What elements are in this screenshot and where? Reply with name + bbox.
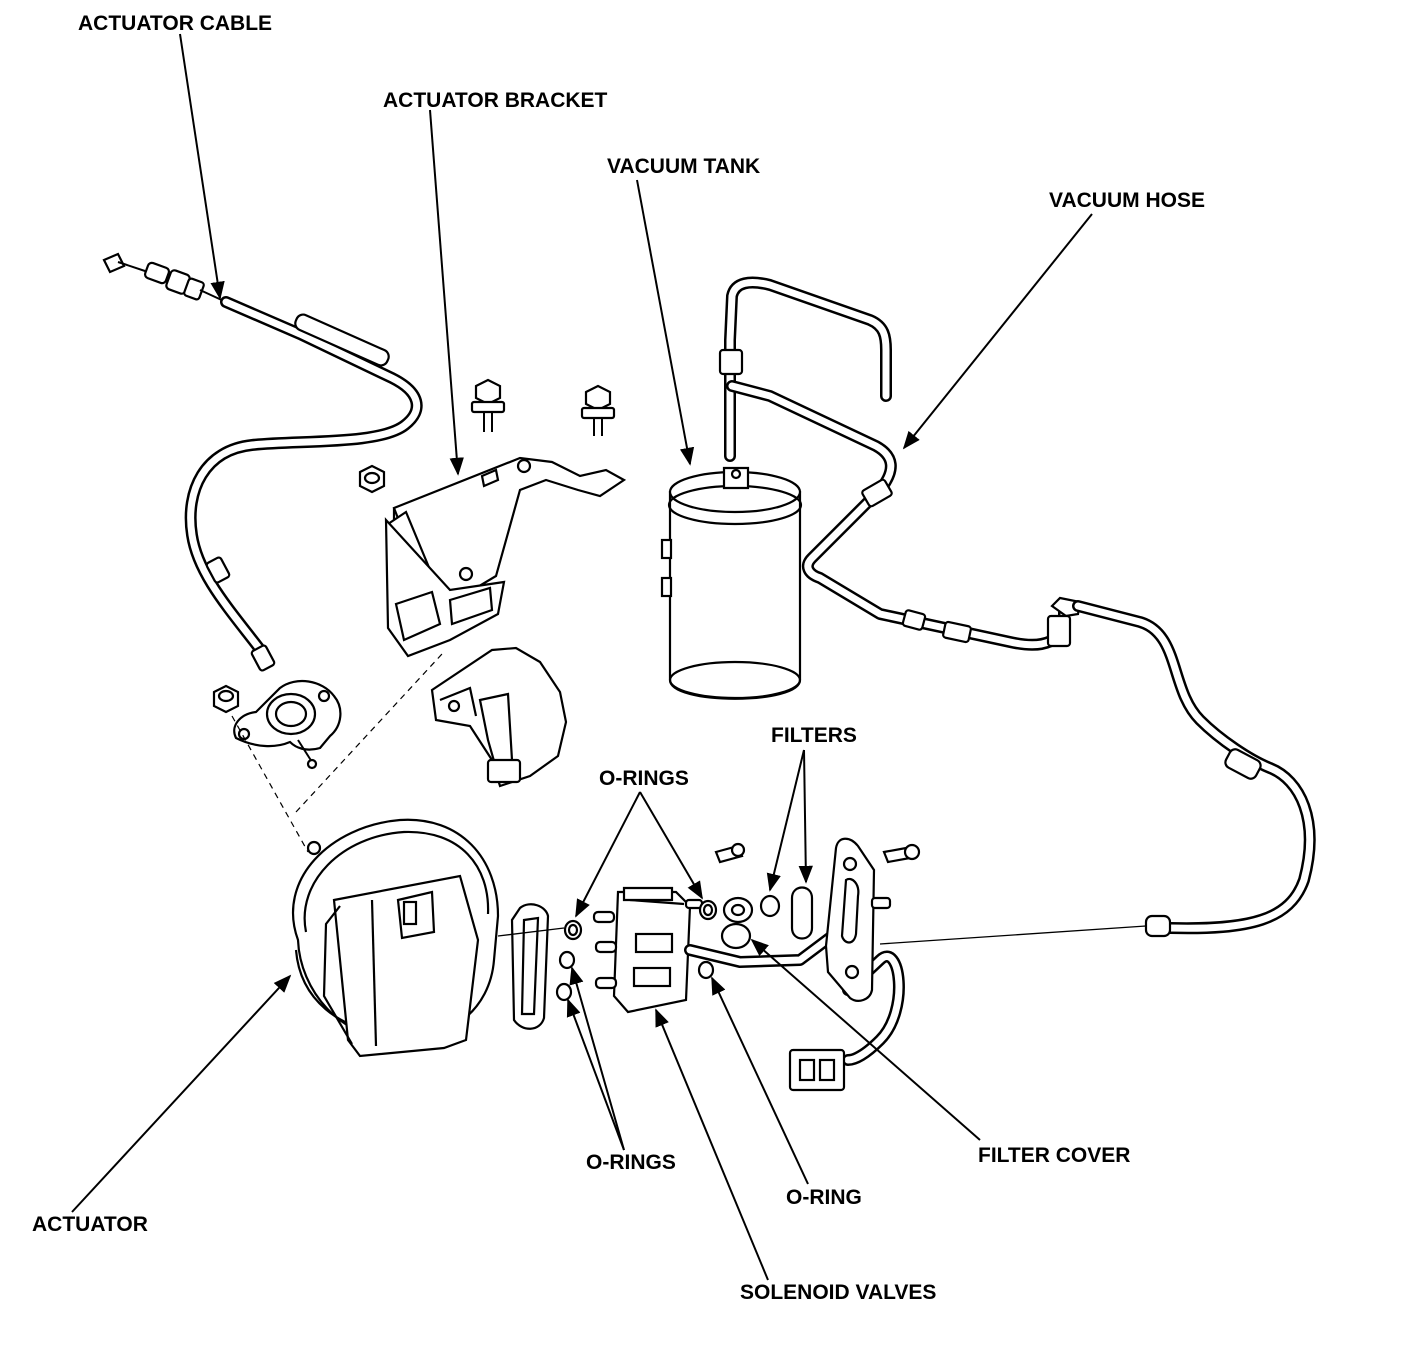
label-actuator-cable: ACTUATOR CABLE [78,12,272,300]
svg-text:FILTER COVER: FILTER COVER [978,1144,1130,1167]
o-rings-right [697,899,718,980]
svg-text:VACUUM HOSE: VACUUM HOSE [1049,189,1205,212]
filter-cover [714,837,921,1002]
svg-text:SOLENOID VALVES: SOLENOID VALVES [740,1281,936,1304]
svg-text:O-RING: O-RING [786,1186,862,1209]
label-filters: FILTERS [766,724,857,892]
label-actuator-bracket: ACTUATOR BRACKET [383,89,608,476]
actuator-cable [102,252,443,853]
svg-text:FILTERS: FILTERS [771,724,857,747]
label-vacuum-hose: VACUUM HOSE [902,189,1205,450]
filter-cover-fittings [720,896,754,950]
vacuum-tank [660,466,803,700]
o-rings-left [555,919,583,1002]
label-vacuum-tank: VACUUM TANK [607,155,760,466]
label-filter-cover: FILTER COVER [750,938,1130,1167]
actuator-bracket [358,378,627,788]
label-o-ring: O-RING [711,976,862,1209]
svg-text:O-RINGS: O-RINGS [586,1151,676,1174]
svg-text:ACTUATOR BRACKET: ACTUATOR BRACKET [383,89,608,112]
svg-text:ACTUATOR CABLE: ACTUATOR CABLE [78,12,272,35]
svg-text:O-RINGS: O-RINGS [599,767,689,790]
label-o-rings-top: O-RINGS [575,767,703,918]
label-o-rings-bottom: O-RINGS [566,966,676,1174]
actuator [292,818,565,1058]
svg-text:VACUUM TANK: VACUUM TANK [607,155,760,178]
filters [759,886,814,940]
solenoid-valves [592,886,905,1092]
label-actuator: ACTUATOR [32,974,292,1236]
svg-text:ACTUATOR: ACTUATOR [32,1213,148,1236]
vacuum-hose [718,276,1316,945]
label-solenoid-valves: SOLENOID VALVES [655,1008,936,1304]
